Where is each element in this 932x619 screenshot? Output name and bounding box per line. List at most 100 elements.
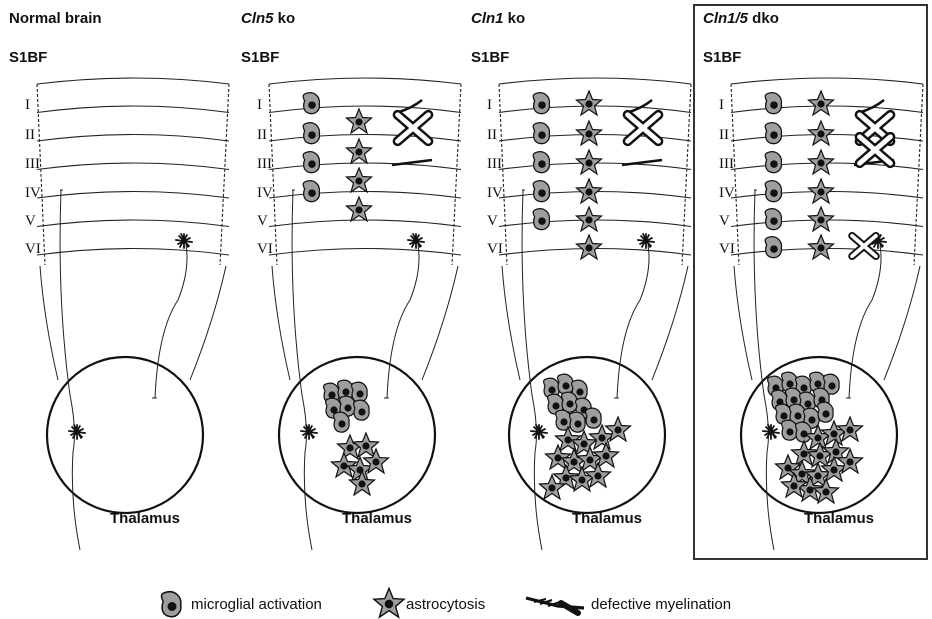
- astrocyte-icon: [809, 179, 834, 203]
- microglia-icon: [765, 152, 781, 173]
- legend-myelin: defective myelination: [526, 596, 731, 613]
- region-label: S1BF: [703, 49, 741, 66]
- astrocyte-icon: [577, 207, 602, 231]
- legend-microglia: microglial activation: [162, 592, 322, 617]
- funnel-right: [884, 266, 920, 380]
- region-label: S1BF: [9, 49, 47, 66]
- microglia-icon: [765, 123, 781, 144]
- layer-boundary: [37, 249, 229, 256]
- layer-boundary: [37, 220, 229, 227]
- neuron-icon: [68, 424, 86, 439]
- thalamocortical-axon: [152, 245, 187, 398]
- funnel-left: [734, 266, 752, 380]
- layer-label-I: I: [25, 97, 30, 113]
- thalamus-label: Thalamus: [572, 510, 642, 527]
- layer-boundary: [37, 163, 229, 170]
- microglia-icon: [334, 412, 350, 432]
- layer-boundary: [37, 135, 229, 142]
- panel-title: Cln1 ko: [471, 10, 525, 27]
- layer-label-II: II: [487, 127, 497, 143]
- microglia-icon: [765, 209, 781, 230]
- astrocyte-icon: [347, 109, 372, 133]
- thalamic-cluster: [768, 372, 863, 503]
- microglia-icon: [303, 152, 319, 173]
- layer-label-VI: VI: [719, 241, 735, 257]
- panel-dko: Cln1/5 dkoS1BFIIIIIIIVVVIThalamus: [703, 10, 923, 550]
- microglia-icon: [533, 93, 549, 114]
- layer-label-VI: VI: [257, 241, 273, 257]
- legend-myelin-label: defective myelination: [591, 596, 731, 613]
- layer-label-VI: VI: [25, 241, 41, 257]
- astrocyte-icon: [374, 588, 404, 617]
- funnel-left: [40, 266, 58, 380]
- myelin-x-icon: [398, 115, 429, 141]
- panel-title-gene: Cln5: [241, 10, 274, 27]
- layer-label-IV: IV: [257, 185, 273, 201]
- microglia-icon: [765, 181, 781, 202]
- panel-title-rest: ko: [274, 10, 296, 27]
- thalamus-label: Thalamus: [342, 510, 412, 527]
- astrocyte-icon: [809, 207, 834, 231]
- astrocyte-icon: [347, 168, 372, 192]
- cortex-surface: [37, 78, 229, 84]
- cortex-surface: [499, 78, 691, 84]
- layer-label-VI: VI: [487, 241, 503, 257]
- microglia-icon: [558, 374, 574, 394]
- panel-title-rest: ko: [504, 10, 526, 27]
- layer-label-II: II: [257, 127, 267, 143]
- layer-boundary: [269, 220, 461, 227]
- layer-label-IV: IV: [487, 185, 503, 201]
- myelin-x-icon: [860, 137, 891, 163]
- thalamus-label: Thalamus: [804, 510, 874, 527]
- microglia-icon: [796, 422, 812, 442]
- layer-boundary: [269, 249, 461, 256]
- astrocyte-icon: [809, 150, 834, 174]
- panel-title: Normal brain: [9, 10, 102, 27]
- layer-label-V: V: [25, 213, 36, 229]
- astrocyte-icon: [347, 139, 372, 163]
- legend: microglial activation astrocytosis defec…: [162, 588, 732, 617]
- cortex-surface: [731, 78, 923, 84]
- region-label: S1BF: [241, 49, 279, 66]
- layer-label-I: I: [719, 97, 724, 113]
- astrocyte-icon: [577, 235, 602, 259]
- panel-title: Cln1/5 dko: [703, 10, 779, 27]
- layer-label-I: I: [257, 97, 262, 113]
- microglia-icon: [303, 123, 319, 144]
- funnel-left: [272, 266, 290, 380]
- astrocyte-icon: [822, 421, 847, 445]
- microglia-icon: [570, 412, 586, 432]
- astrocyte-icon: [838, 417, 863, 441]
- myelin-icon: [526, 598, 584, 613]
- thalamocortical-axon: [384, 245, 419, 398]
- microglia-icon: [533, 181, 549, 202]
- microglia-icon: [533, 123, 549, 144]
- panel-title: Cln5 ko: [241, 10, 295, 27]
- microglia-icon: [352, 382, 368, 402]
- thalamic-cluster: [324, 380, 389, 495]
- layer-boundary: [37, 106, 229, 113]
- panel-title-rest: dko: [748, 10, 779, 27]
- microglia-icon: [162, 592, 181, 617]
- layer-label-III: III: [25, 156, 40, 172]
- layer-label-IV: IV: [25, 185, 41, 201]
- astrocyte-icon: [809, 91, 834, 115]
- legend-astro: astrocytosis: [374, 588, 485, 617]
- legend-astro-label: astrocytosis: [406, 596, 485, 613]
- neuron-icon: [637, 233, 655, 248]
- panel-title-rest: Normal brain: [9, 10, 102, 27]
- layer-boundary: [269, 163, 461, 170]
- funnel-right: [422, 266, 458, 380]
- microglia-icon: [354, 400, 370, 420]
- layer-boundary: [37, 192, 229, 199]
- neuron-icon: [762, 424, 780, 439]
- microglia-icon: [303, 93, 319, 114]
- layer-boundary: [269, 106, 461, 113]
- funnel-right: [190, 266, 226, 380]
- neuron-icon: [530, 424, 548, 439]
- thalamocortical-axon: [846, 245, 881, 398]
- myelin-x-icon: [628, 115, 659, 141]
- legend-microglia-label: microglial activation: [191, 596, 322, 613]
- neuron-icon: [175, 233, 193, 248]
